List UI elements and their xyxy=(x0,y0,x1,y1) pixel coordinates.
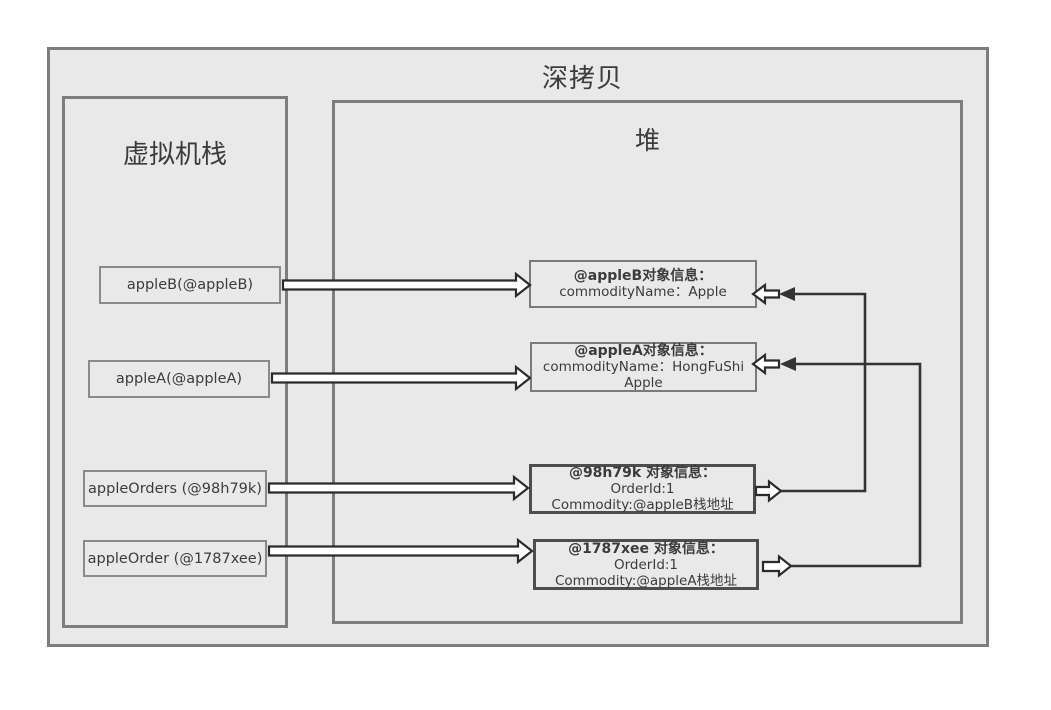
stack-frame-appleOrder: appleOrder (@1787xee) xyxy=(83,540,267,577)
heap-object-heading: @98h79k 对象信息： xyxy=(568,465,717,481)
heap-object-line: OrderId:1 xyxy=(613,556,679,573)
heap-object-heading: @appleB对象信息： xyxy=(573,268,713,284)
stack-frame-label: appleB(@appleB) xyxy=(126,277,254,293)
heap-object-appleB: @appleB对象信息： commodityName：Apple xyxy=(529,260,757,308)
stack-frame-appleB: appleB(@appleB) xyxy=(99,266,281,304)
stack-frame-label: appleA(@appleA) xyxy=(115,371,243,387)
heap-object-98h79k: @98h79k 对象信息： OrderId:1 Commodity:@apple… xyxy=(529,464,756,514)
heap-object-line: Commodity:@appleA栈地址 xyxy=(554,572,738,589)
stack-frame-appleOrders: appleOrders (@98h79k) xyxy=(83,470,267,507)
heap-object-1787xee: @1787xee 对象信息： OrderId:1 Commodity:@appl… xyxy=(533,539,759,590)
heap-title: 堆 xyxy=(634,126,660,155)
stack-frame-appleA: appleA(@appleA) xyxy=(88,360,270,398)
heap-object-line: commodityName：HongFuShi xyxy=(542,359,745,375)
heap-object-appleA: @appleA对象信息： commodityName：HongFuShi App… xyxy=(530,342,757,392)
stack-frame-label: appleOrder (@1787xee) xyxy=(87,550,263,567)
heap-object-heading: @appleA对象信息： xyxy=(574,343,713,359)
stack-frame-label: appleOrders (@98h79k) xyxy=(88,480,262,497)
vm-stack-title: 虚拟机栈 xyxy=(122,140,227,170)
diagram-title: 深拷贝 xyxy=(542,64,624,94)
heap-object-line: OrderId:1 xyxy=(610,481,675,497)
heap-object-heading: @1787xee 对象信息： xyxy=(568,540,724,557)
heap-object-line: Commodity:@appleB栈地址 xyxy=(551,497,734,513)
heap-object-line: Apple xyxy=(624,375,663,391)
heap-object-line: commodityName：Apple xyxy=(559,284,727,300)
